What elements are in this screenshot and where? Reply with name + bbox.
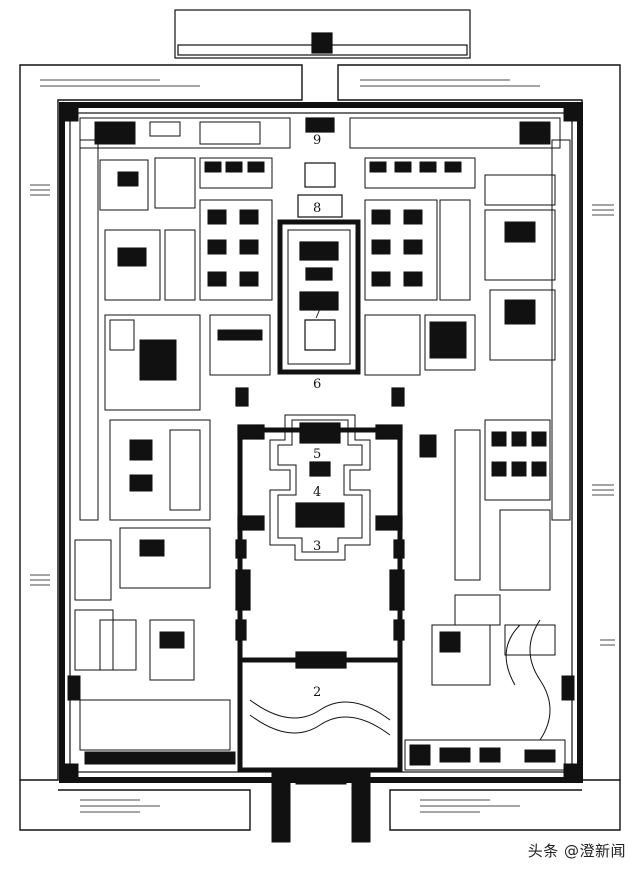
label-4: 4 [313,485,321,500]
label-5: 5 [313,447,321,462]
label-3: 3 [313,539,321,554]
west-buildings [74,117,291,765]
label-9: 9 [313,133,321,148]
label-7: 7 [313,307,321,322]
east-buildings [349,117,571,771]
axis-labels: 1 2 3 4 5 6 7 8 9 [313,133,321,814]
label-2: 2 [313,685,321,700]
meridian-gate [271,769,371,843]
central-axis [235,117,405,773]
watermark: 头条 @澄新闻 [527,842,626,860]
label-8: 8 [313,201,321,216]
label-6: 6 [313,377,321,392]
label-1: 1 [313,799,321,814]
north-strip [174,9,471,59]
